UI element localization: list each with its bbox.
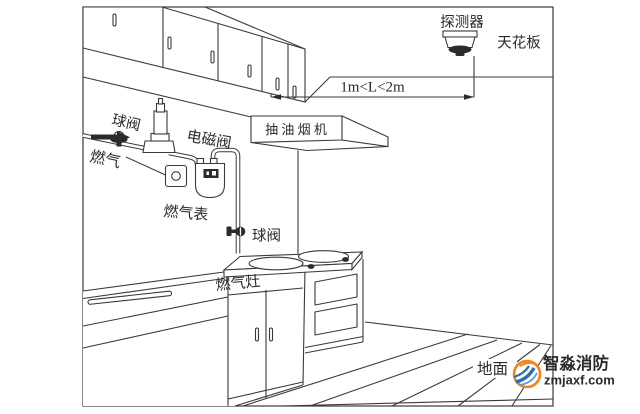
gas-meter [194, 157, 226, 199]
upper-cabinet-front [82, 6, 306, 103]
gas-stove-label: 燃气灶 [215, 272, 261, 294]
cabinet-handle [268, 327, 274, 342]
range-hood-underside [250, 141, 389, 152]
socket-hole [171, 171, 181, 181]
watermark-brand: 智淼消防 [543, 353, 610, 373]
cabinet-handle [112, 13, 117, 27]
dimension-arrow-right [464, 94, 474, 100]
solenoid-coil [153, 110, 168, 135]
counter-band-edge [82, 277, 225, 300]
solenoid-tip [157, 97, 164, 105]
stove-burner [297, 250, 350, 263]
detector-nub [455, 52, 465, 56]
watermark: 智淼消防 zmjaxf.com [512, 353, 615, 389]
ball-valve-upper-label: 球阀 [110, 111, 142, 134]
lower-cabinets [82, 259, 364, 407]
meter-display [203, 169, 219, 178]
detector-ring [448, 45, 472, 54]
stove-burner [248, 256, 304, 271]
gas-meter-label: 燃气表 [163, 202, 209, 224]
cabinet-handle [292, 85, 297, 99]
watermark-domain: zmjaxf.com [544, 373, 615, 388]
detector-label: 探测器 [440, 14, 484, 31]
ball-valve-lower [226, 226, 246, 237]
gas-detector [442, 30, 478, 56]
upper-cabinet-top-edge [204, 6, 306, 50]
meter-body [194, 162, 226, 199]
stove-cabinet-bottom-edge [234, 384, 304, 407]
range-hood-label: 抽 油 烟 机 [265, 122, 327, 137]
cabinet-handle [210, 50, 215, 64]
wall-ceiling-corner-line [304, 76, 331, 103]
ball-valve-lower-label: 球阀 [252, 228, 281, 245]
cabinet-handle [275, 77, 280, 91]
floor-tiles [242, 321, 554, 407]
detector-body [444, 36, 476, 49]
cabinet-handle [254, 327, 260, 342]
solenoid-flange [150, 132, 170, 142]
drawer-groove [87, 290, 173, 305]
gas-flow-arrow [91, 131, 130, 144]
cabinet-handle [247, 64, 252, 78]
stove-knob [307, 264, 315, 269]
solenoid-base [142, 140, 176, 154]
ceiling-lines [304, 76, 553, 103]
ground-label: 地面 [477, 360, 508, 378]
range-hood: 抽 油 烟 机 [250, 115, 389, 152]
ceiling-label: 天花板 [497, 34, 541, 52]
meter-port [196, 157, 205, 165]
solenoid-valve [142, 97, 176, 154]
counter-top-edge [82, 271, 225, 292]
solenoid-cap [155, 102, 166, 113]
dimension-text: 1m<L<2m [340, 80, 405, 96]
wall-floor-line [364, 321, 554, 346]
gas-stove [222, 250, 364, 278]
detector-base [442, 30, 478, 38]
stove-cabinet-plinth [227, 381, 304, 400]
stove-knob [342, 257, 349, 262]
drawer-front [314, 303, 358, 336]
drawer-front [314, 273, 358, 306]
stove-side-band [351, 250, 363, 272]
meter-port [209, 157, 218, 165]
bulkhead-line [82, 76, 252, 118]
dimension-arrow-left [271, 94, 281, 100]
wall-socket [164, 164, 188, 188]
stove-cabinet-right-edge [302, 266, 306, 386]
drawer-unit-plinth [304, 335, 364, 349]
dimension-annotation: 1m<L<2m [270, 56, 475, 100]
cabinet-handle [167, 36, 172, 50]
drawer-unit-bottom [304, 341, 364, 354]
solenoid-wire [125, 156, 166, 176]
upper-cabinets [82, 6, 306, 103]
